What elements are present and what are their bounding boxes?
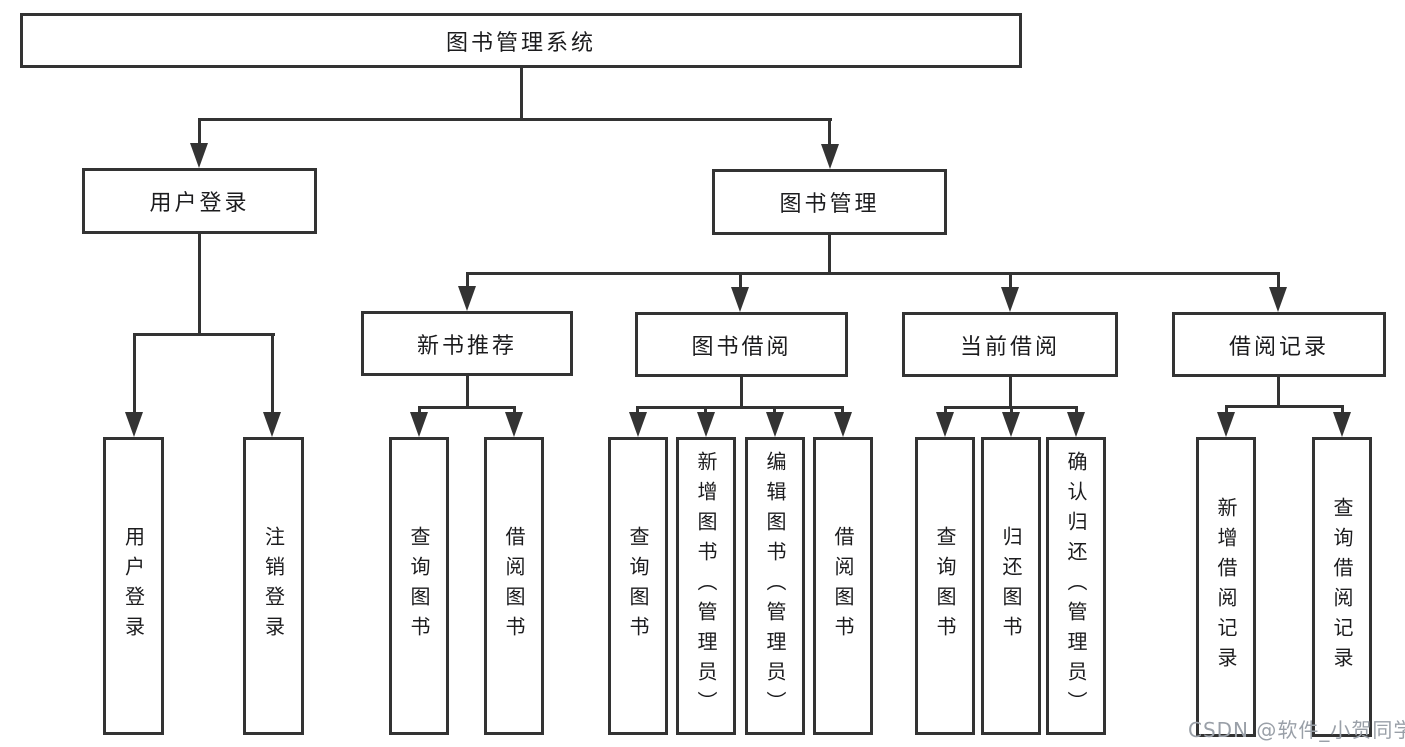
connector-line: [520, 68, 523, 120]
arrow-down-icon: [1002, 412, 1020, 437]
connector-line: [1225, 405, 1228, 416]
leaf-return-books: 归还图书: [981, 437, 1041, 735]
connector-line: [773, 406, 776, 416]
connector-line: [944, 406, 947, 416]
connector-line: [466, 272, 1280, 275]
leaf-borrow-books-recommend: 借阅图书: [484, 437, 544, 735]
node-label: 新书推荐: [416, 333, 517, 359]
leaf-label: 查询借阅记录: [1330, 497, 1354, 677]
leaf-query-books-borrowing: 查询图书: [608, 437, 668, 735]
leaf-label: 查询图书: [626, 526, 650, 646]
node-label: 图书管理: [779, 192, 880, 217]
leaf-query-books-recommend: 查询图书: [389, 437, 449, 735]
connector-line: [198, 118, 201, 146]
leaf-label: 新增图书（管理员）: [694, 451, 718, 721]
leaf-edit-books-admin: 编辑图书（管理员）: [745, 437, 805, 735]
connector-line: [513, 406, 516, 416]
leaf-confirm-return-admin: 确认归还（管理员）: [1046, 437, 1106, 735]
connector-line: [1075, 406, 1078, 416]
connector-line: [636, 406, 844, 409]
leaf-label: 归还图书: [999, 526, 1023, 646]
node-book-management: 图书管理: [712, 169, 947, 235]
leaf-label: 确认归还（管理员）: [1064, 451, 1088, 721]
arrow-down-icon: [821, 144, 839, 169]
connector-line: [133, 333, 136, 415]
arrow-down-icon: [1067, 412, 1085, 437]
node-library-management-system: 图书管理系统: [20, 13, 1022, 68]
arrow-down-icon: [697, 412, 715, 437]
leaf-query-borrow-record: 查询借阅记录: [1312, 437, 1372, 737]
leaf-label: 新增借阅记录: [1214, 497, 1238, 677]
node-new-book-recommendation: 新书推荐: [361, 311, 573, 376]
connector-line: [1225, 405, 1344, 408]
leaf-user-login: 用户登录: [103, 437, 164, 735]
leaf-logout: 注销登录: [243, 437, 304, 735]
arrow-down-icon: [458, 286, 476, 311]
leaf-label: 借阅图书: [831, 526, 855, 646]
connector-line: [1277, 272, 1280, 290]
arrow-down-icon: [505, 412, 523, 437]
arrow-down-icon: [1001, 287, 1019, 312]
node-book-borrowing: 图书借阅: [635, 312, 848, 377]
connector-line: [466, 376, 469, 409]
arrow-down-icon: [834, 412, 852, 437]
node-current-borrowing: 当前借阅: [902, 312, 1118, 377]
leaf-label: 查询图书: [933, 526, 957, 646]
watermark: CSDN @软件_小贺同学: [1188, 718, 1405, 742]
arrow-down-icon: [731, 287, 749, 312]
node-user-login: 用户登录: [82, 168, 317, 234]
connector-line: [740, 377, 743, 409]
node-label: 借阅记录: [1228, 334, 1329, 360]
connector-line: [828, 235, 831, 275]
connector-line: [704, 406, 707, 416]
arrow-down-icon: [629, 412, 647, 437]
arrow-down-icon: [410, 412, 428, 437]
leaf-label: 注销登录: [261, 526, 286, 646]
arrow-down-icon: [1269, 287, 1287, 312]
connector-line: [828, 118, 831, 146]
node-label: 图书管理系统: [445, 30, 596, 56]
connector-line: [636, 406, 639, 416]
connector-line: [466, 272, 469, 290]
connector-line: [1341, 405, 1344, 416]
leaf-add-books-admin: 新增图书（管理员）: [676, 437, 736, 735]
leaf-borrow-books: 借阅图书: [813, 437, 873, 735]
arrow-down-icon: [766, 412, 784, 437]
connector-line: [198, 232, 201, 336]
connector-line: [1009, 377, 1012, 409]
leaf-label: 用户登录: [121, 526, 146, 646]
leaf-query-books-current: 查询图书: [915, 437, 975, 735]
connector-line: [418, 406, 516, 409]
leaf-label: 查询图书: [407, 526, 431, 646]
connector-line: [418, 406, 421, 416]
node-label: 当前借阅: [959, 334, 1060, 360]
node-label: 图书借阅: [691, 334, 792, 360]
connector-line: [1009, 272, 1012, 290]
arrow-down-icon: [125, 412, 143, 437]
arrow-down-icon: [263, 412, 281, 437]
arrow-down-icon: [936, 412, 954, 437]
node-borrowing-records: 借阅记录: [1172, 312, 1386, 377]
arrow-down-icon: [190, 143, 208, 168]
connector-line: [1010, 406, 1013, 416]
arrow-down-icon: [1333, 412, 1351, 437]
connector-line: [739, 272, 742, 290]
arrow-down-icon: [1217, 412, 1235, 437]
node-label: 用户登录: [149, 191, 250, 216]
connector-line: [841, 406, 844, 416]
connector-line: [198, 118, 832, 121]
leaf-add-borrow-record: 新增借阅记录: [1196, 437, 1256, 737]
connector-line: [271, 333, 274, 415]
connector-line: [133, 333, 275, 336]
leaf-label: 借阅图书: [502, 526, 526, 646]
leaf-label: 编辑图书（管理员）: [763, 451, 787, 721]
connector-line: [1277, 377, 1280, 408]
